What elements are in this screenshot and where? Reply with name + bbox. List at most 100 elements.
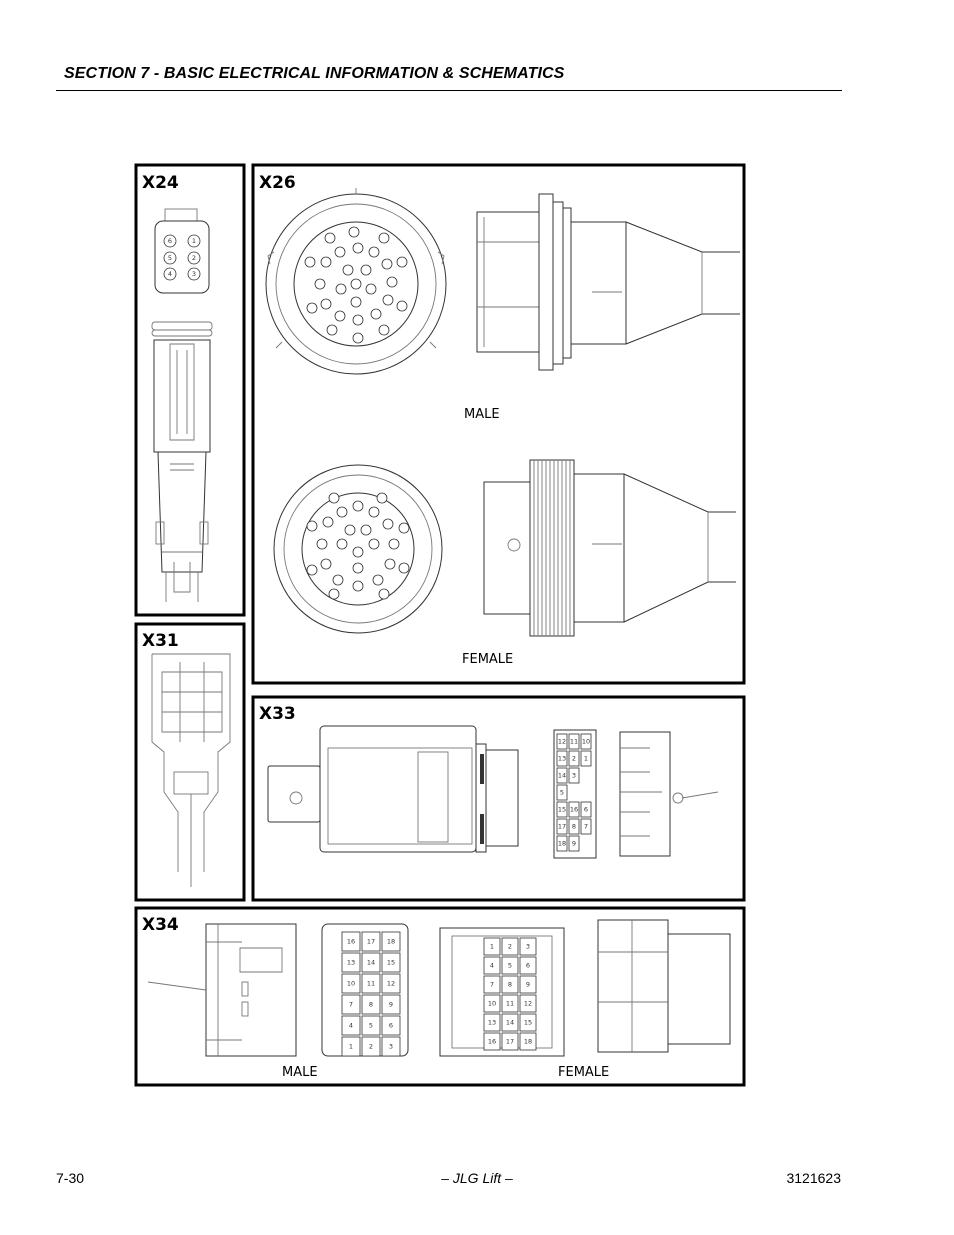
x34-female-pin-number: 17: [506, 1038, 514, 1046]
x34-female-pin-cell: [501, 975, 519, 994]
panel-x31-frame: [134, 622, 246, 902]
x33-pin-cell: [568, 767, 580, 784]
x33-pin-number: 5: [560, 789, 564, 797]
page-number: 7-30: [56, 1170, 85, 1186]
x34-male-pin-cell: [341, 994, 361, 1015]
x34-female-pin-cell: [519, 975, 537, 994]
x33-pin-cell: [568, 818, 580, 835]
x26-male-face: [265, 188, 447, 375]
x34-male-pin-number: 16: [347, 938, 355, 946]
x34-female-pin-cell: [501, 1013, 519, 1032]
x34-female-pin-cell: [519, 994, 537, 1013]
x34-female-pin-number: 13: [488, 1019, 496, 1027]
x33-pin-number: 9: [572, 840, 576, 848]
x34-male-pin-number: 18: [387, 938, 395, 946]
x34-female-pin-cell: [519, 937, 537, 956]
x31-connector-drawing: [151, 653, 231, 887]
x33-pin-cell: [568, 750, 580, 767]
x33-pin-number: 17: [558, 823, 566, 831]
x34-male-pin-cell: [361, 1036, 381, 1057]
x34-male-pin-number: 11: [367, 980, 375, 988]
connector-diagram: X24 X26 X31 X33 X34 6 1 5 2 4 3: [122, 152, 758, 1098]
panel-x26-frame: [251, 163, 746, 685]
x34-male-pin-cell: [381, 1015, 401, 1036]
x34-male-pin-number: 3: [389, 1043, 393, 1051]
section-title: SECTION 7 - BASIC ELECTRICAL INFORMATION…: [64, 65, 565, 82]
x33-pin-cell: [556, 835, 568, 852]
x33-pin-number: 10: [582, 738, 590, 746]
x34-female-pin-cell: [483, 1032, 501, 1051]
x33-pin-number: 8: [572, 823, 576, 831]
x34-male-pin-cell: [381, 952, 401, 973]
x34-female-pin-number: 12: [524, 1000, 532, 1008]
x34-female-pin-cell: [483, 956, 501, 975]
connector-figure: X24 X26 X31 X33 X34 6 1 5 2 4 3: [122, 152, 758, 1098]
x33-pin-cell: [568, 733, 580, 750]
x34-female-pin-number: 3: [526, 943, 530, 951]
x34-male-pin-cell: [341, 973, 361, 994]
x33-pin-cell: [556, 767, 568, 784]
svg-text:6: 6: [168, 237, 172, 245]
x33-pin-number: 14: [558, 772, 566, 780]
x34-female-pin-number: 2: [508, 943, 512, 951]
x34-male-pin-cell: [381, 931, 401, 952]
x34-female-pin-cell: [501, 1032, 519, 1051]
panel-x24-frame: [134, 163, 246, 617]
x33-pin-cell: [556, 733, 568, 750]
x34-male-pin-number: 5: [369, 1022, 373, 1030]
x26-male-label: MALE: [464, 407, 500, 422]
x33-pin-cell: [556, 818, 568, 835]
svg-text:3: 3: [192, 270, 196, 278]
header-rule: [56, 90, 842, 91]
x26-male-pins: [304, 226, 408, 344]
x33-pin-cell: [556, 784, 568, 801]
x34-male-pin-cell: [341, 931, 361, 952]
x34-female-pin-number: 15: [524, 1019, 532, 1027]
x34-male-pin-number: 7: [349, 1001, 353, 1009]
x34-male-pin-number: 8: [369, 1001, 373, 1009]
x34-female-pin-number: 6: [526, 962, 530, 970]
x34-male-pin-cell: [341, 1036, 361, 1057]
svg-text:2: 2: [192, 254, 196, 262]
x34-male-pin-number: 13: [347, 959, 355, 967]
x34-female-pin-cell: [519, 1013, 537, 1032]
x34-male-label: MALE: [282, 1065, 318, 1080]
panel-label-x34: X34: [142, 915, 179, 935]
x33-pin-cell: [580, 750, 592, 767]
x34-female-pin-number: 8: [508, 981, 512, 989]
doc-number: 3121623: [786, 1170, 841, 1186]
x34-female-pin-cell: [501, 956, 519, 975]
x33-pin-cell: [580, 733, 592, 750]
x33-pin-number: 11: [570, 738, 578, 746]
x34-male-pin-cell: [361, 1015, 381, 1036]
x34-male-pin-cell: [361, 931, 381, 952]
x34-female-pin-number: 7: [490, 981, 494, 989]
x26-female-side: [483, 459, 736, 637]
x33-pin-cell: [556, 801, 568, 818]
x33-pin-cell: [580, 818, 592, 835]
x26-male-side: [476, 193, 740, 371]
x26-female-label: FEMALE: [462, 652, 513, 667]
panel-label-x26: X26: [259, 173, 296, 193]
x34-male-pin-cell: [341, 1015, 361, 1036]
x33-module-body: [267, 725, 519, 853]
x34-female-pin-number: 9: [526, 981, 530, 989]
x33-pin-number: 16: [570, 806, 578, 814]
x34-male-pin-number: 2: [369, 1043, 373, 1051]
x33-pin-number: 3: [572, 772, 576, 780]
x34-male-pin-cell: [341, 952, 361, 973]
x34-female-pin-cell: [483, 1013, 501, 1032]
svg-text:5: 5: [168, 254, 172, 262]
footer-publisher: – JLG Lift –: [441, 1170, 513, 1186]
x34-female-pin-number: 18: [524, 1038, 532, 1046]
x34-female-side: [597, 919, 731, 1053]
x34-male-side: [147, 923, 297, 1057]
x33-pin-number: 18: [558, 840, 566, 848]
svg-text:1: 1: [192, 237, 196, 245]
x24-connector-drawing: 6 1 5 2 4 3: [151, 208, 213, 602]
x24-pin-face: 6 1 5 2 4 3: [163, 234, 201, 281]
x34-male-pin-cell: [381, 994, 401, 1015]
